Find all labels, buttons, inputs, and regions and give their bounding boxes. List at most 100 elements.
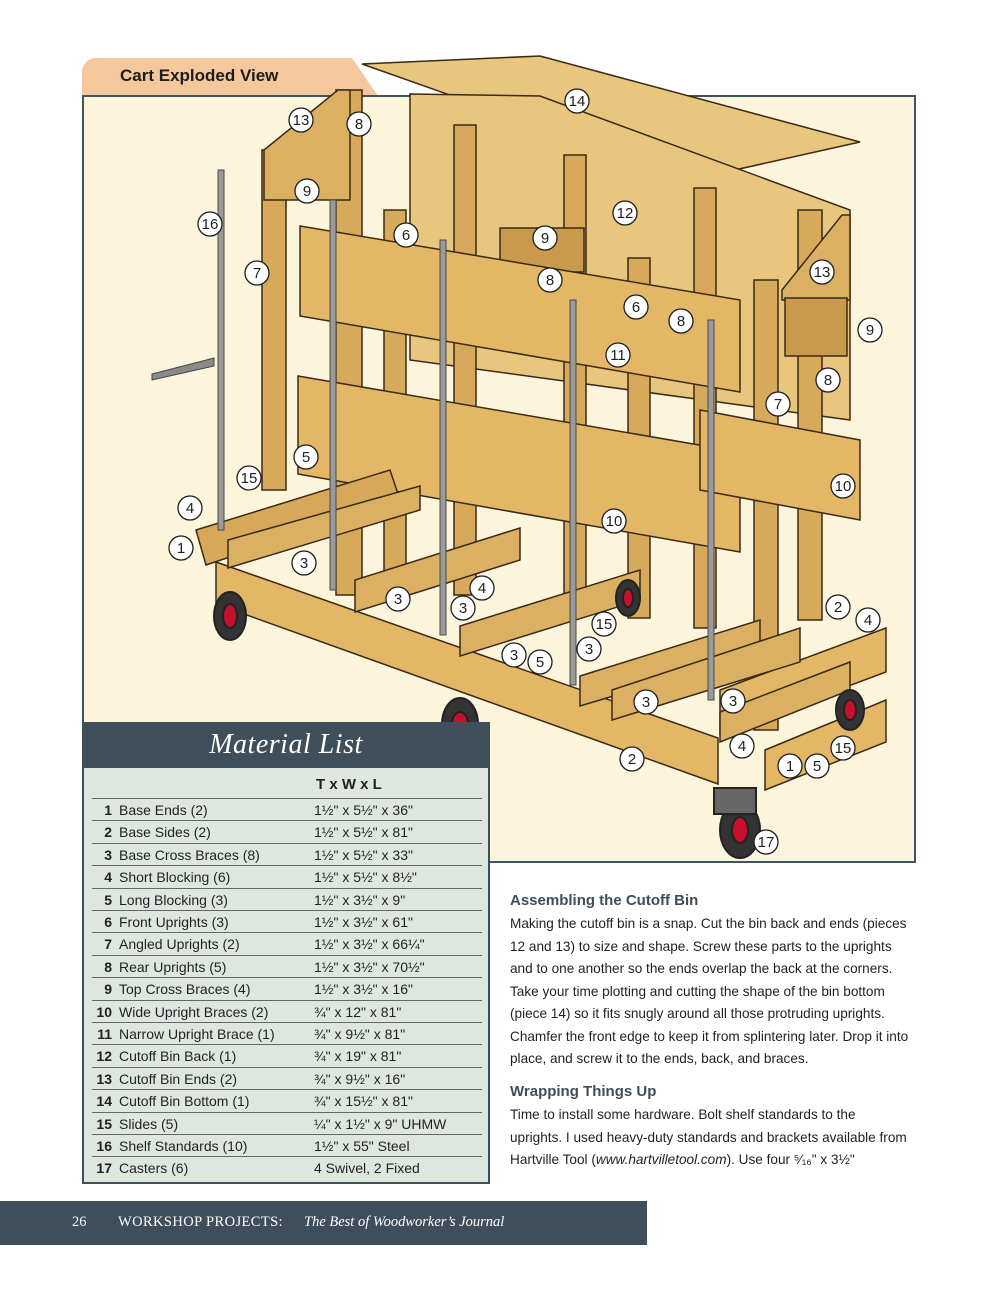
material-row: 2 Base Sides (2) 1½" x 5½" x 81" — [92, 820, 482, 843]
part-name: Rear Uprights (5) — [119, 958, 227, 975]
callout-label: 4 — [186, 500, 194, 517]
publication-title: The Best of Woodworker’s Journal — [304, 1214, 505, 1230]
callout-label: 5 — [813, 758, 821, 775]
upright-brace — [699, 409, 861, 521]
callout-label: 9 — [303, 183, 311, 200]
callout-label: 5 — [536, 654, 544, 671]
part-name: Cutoff Bin Bottom (1) — [119, 1093, 250, 1110]
callout-circle — [197, 211, 223, 237]
part-name: Base Sides (2) — [119, 824, 211, 841]
callout-label: 7 — [774, 396, 782, 413]
callout-circle — [668, 308, 694, 334]
callout-circle — [633, 689, 659, 715]
callout-label: 3 — [585, 641, 593, 658]
material-row: 17 Casters (6) 4 Swivel, 2 Fixed — [92, 1156, 482, 1179]
callout-circle — [855, 607, 881, 633]
callout-label: 14 — [569, 93, 586, 110]
section-wrapping-up: Wrapping Things Up Time to install some … — [510, 1083, 910, 1172]
callout-label: 15 — [835, 740, 852, 757]
callout-label: 7 — [253, 265, 261, 282]
callout-label: 10 — [606, 513, 623, 530]
callout-label: 6 — [632, 299, 640, 316]
part-dimensions: 1½" x 3½" x 16" — [314, 981, 413, 998]
page-number: 26 — [72, 1214, 87, 1230]
part-number: 3 — [104, 846, 112, 863]
part-name: Base Ends (2) — [119, 802, 208, 818]
callout-circle — [857, 317, 883, 343]
section-heading: Wrapping Things Up — [510, 1083, 657, 1100]
part-dimensions: 1½" x 55" Steel — [314, 1138, 410, 1154]
callout-circle — [612, 200, 638, 226]
shelf-standard — [707, 319, 715, 701]
part-number: 9 — [104, 981, 112, 998]
section-body: Making the cutoff bin is a snap. Cut the… — [510, 916, 909, 1066]
callout-circle — [605, 342, 631, 368]
publication-series: WORKSHOP PROJECTS: — [118, 1214, 283, 1230]
callout-label: 3 — [300, 555, 308, 572]
callout-label: 1 — [786, 758, 794, 775]
part-dimensions: 1½" x 5½" x 81" — [314, 824, 413, 841]
callout-label: 11 — [610, 347, 626, 364]
callout-circle — [527, 649, 553, 675]
part-number: 10 — [96, 1003, 112, 1020]
callout-circle — [168, 535, 194, 561]
part-name: Narrow Upright Brace (1) — [119, 1026, 275, 1042]
body-text: ). Use four ⁵⁄₁₆" x 3½" — [726, 1152, 855, 1167]
part-name: Long Blocking (3) — [119, 891, 228, 908]
material-row: 9 Top Cross Braces (4) 1½" x 3½" x 16" — [92, 977, 482, 1000]
part-name: Top Cross Braces (4) — [119, 981, 251, 998]
callout-label: 13 — [814, 264, 831, 281]
callout-circle — [815, 367, 841, 393]
callout-circle — [623, 294, 649, 320]
callout-circle — [729, 733, 755, 759]
part-dimensions: ¾" x 9½" x 81" — [314, 1026, 406, 1042]
callout-label: 2 — [628, 751, 636, 768]
shelf-standard — [439, 239, 447, 636]
part-number: 17 — [96, 1160, 112, 1177]
part-dimensions: 1½" x 3½" x 9" — [314, 891, 406, 908]
part-number: 5 — [104, 891, 112, 908]
callout-label: 15 — [596, 616, 613, 633]
part-number: 12 — [96, 1048, 112, 1065]
caster-plate — [713, 787, 757, 815]
shelf-standard — [329, 199, 337, 591]
part-name: Casters (6) — [119, 1160, 189, 1177]
cross-brace — [611, 626, 801, 722]
callout-label: 3 — [459, 600, 467, 617]
part-dimensions: ¾" x 19" x 81" — [314, 1048, 402, 1065]
part-number: 11 — [97, 1026, 112, 1042]
part-dimensions: 1½" x 3½" x 61" — [314, 914, 413, 930]
material-row: 11 Narrow Upright Brace (1) ¾" x 9½" x 81" — [92, 1022, 482, 1045]
part-number: 2 — [104, 824, 112, 841]
callout-circle — [564, 88, 590, 114]
part-dimensions: ¼" x 1½" x 9" UHMW — [314, 1115, 447, 1132]
callout-label: 16 — [202, 216, 219, 233]
callout-circle — [385, 586, 411, 612]
callout-circle — [293, 444, 319, 470]
callout-circle — [830, 473, 856, 499]
part-dimensions: 1½" x 5½" x 8½" — [314, 869, 417, 886]
callout-label: 3 — [394, 591, 402, 608]
cross-brace — [354, 526, 521, 614]
callout-circle — [753, 829, 779, 855]
part-number: 6 — [104, 914, 112, 930]
callout-label: 3 — [642, 694, 650, 711]
part-name: Shelf Standards (10) — [119, 1138, 248, 1154]
part-dimensions: 4 Swivel, 2 Fixed — [314, 1160, 420, 1177]
part-name: Base Cross Braces (8) — [119, 846, 260, 863]
callout-circle — [532, 225, 558, 251]
callout-label: 9 — [541, 230, 549, 247]
shelf-standard — [569, 299, 577, 686]
callout-circle — [804, 753, 830, 779]
website-link[interactable]: www.hartvilletool.com — [595, 1152, 727, 1167]
material-list-header: Material List — [82, 722, 490, 768]
part-number: 16 — [96, 1138, 112, 1154]
callout-circle — [244, 260, 270, 286]
